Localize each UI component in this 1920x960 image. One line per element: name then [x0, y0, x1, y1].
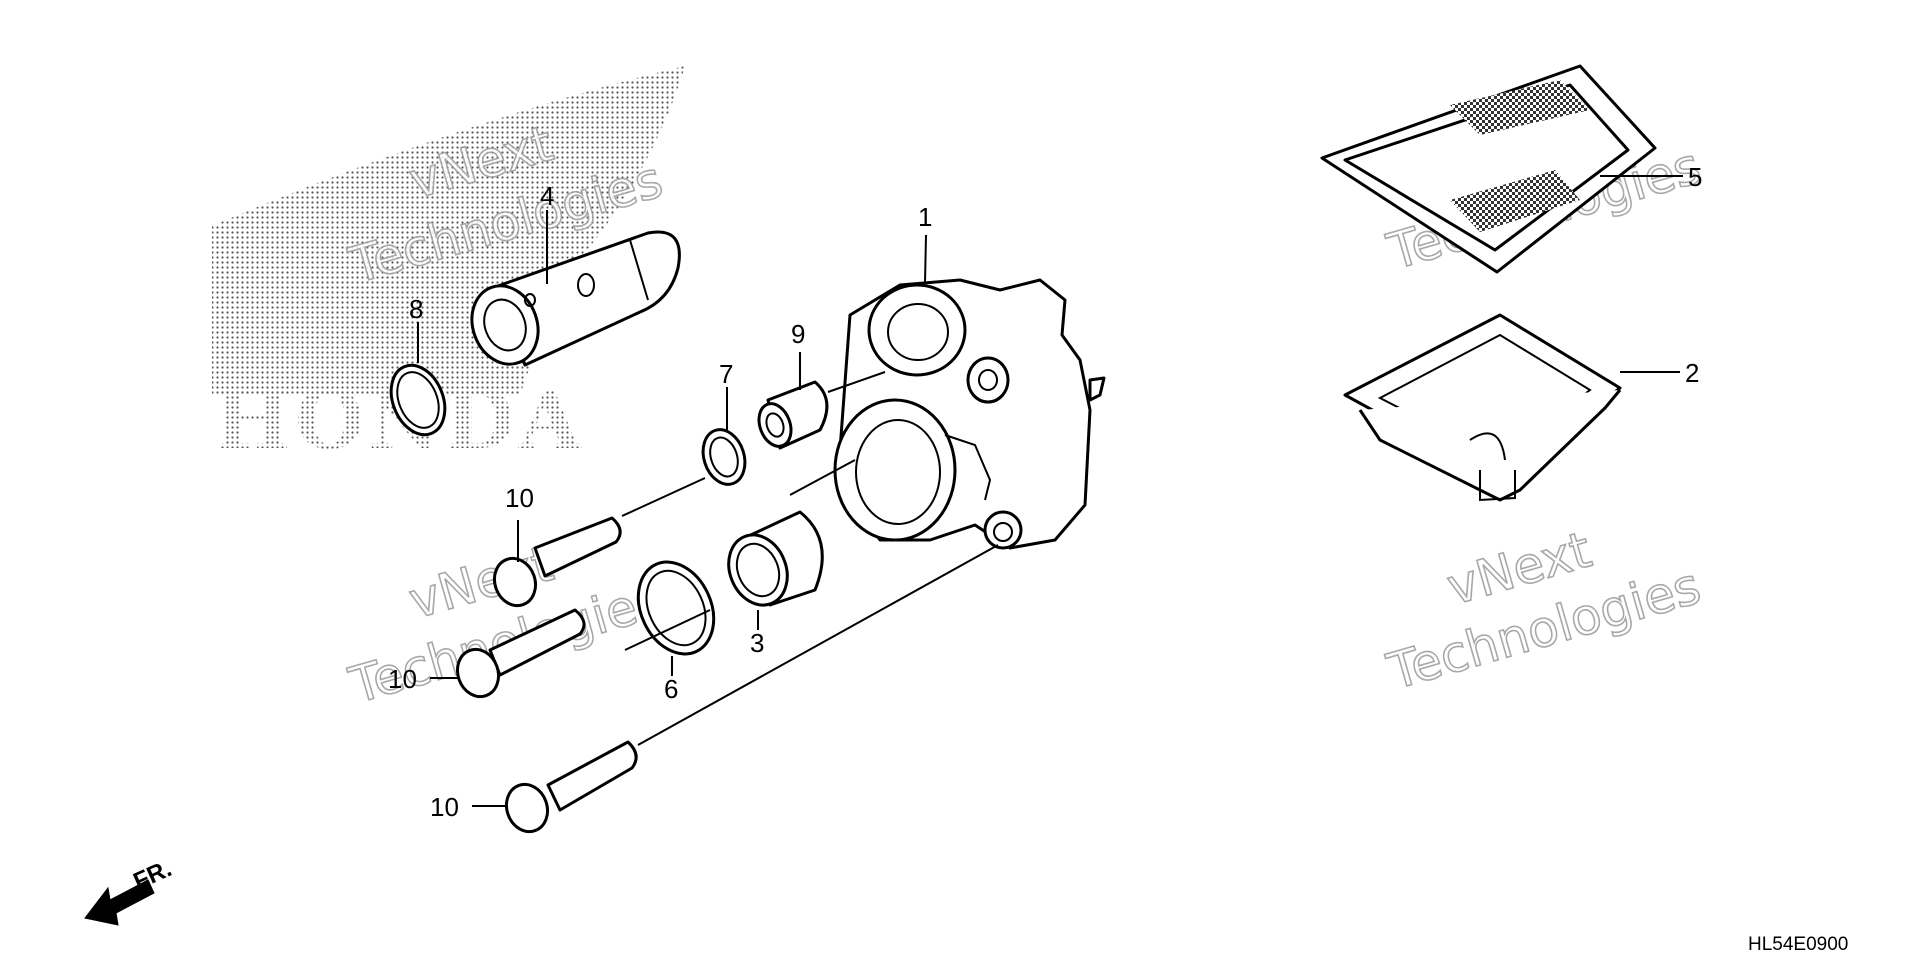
callout-10: 10 [430, 792, 459, 822]
diagram-code: HL54E0900 [1748, 934, 1848, 955]
o-ring-part-6 [636, 560, 716, 656]
callouts: 1 2 3 4 5 6 7 8 9 10 10 10 [388, 162, 1702, 822]
oil-pump-body-part [833, 278, 1106, 550]
oil-pan-part-2 [1343, 313, 1622, 502]
relief-valve-part [470, 230, 681, 367]
leader-lines [417, 175, 1683, 807]
strainer-screen-part-5 [1320, 64, 1657, 274]
callout-9: 9 [791, 319, 805, 349]
arrow-icon [84, 879, 155, 926]
callout-10: 10 [388, 664, 417, 694]
callout-5: 5 [1688, 162, 1702, 192]
callout-6: 6 [664, 674, 678, 704]
flange-bolt-part-10 [455, 516, 638, 834]
callout-7: 7 [719, 359, 733, 389]
dowel-pin-part-9 [757, 380, 829, 450]
sleeve-part-3 [727, 510, 824, 607]
callout-10: 10 [505, 483, 534, 513]
callout-2: 2 [1685, 358, 1699, 388]
callout-1: 1 [918, 202, 932, 232]
o-ring-part-7 [701, 428, 747, 486]
o-ring-part-8 [389, 363, 447, 437]
callout-3: 3 [750, 628, 764, 658]
honda-wing-emblem [212, 66, 685, 395]
front-direction-arrow: FR. [84, 855, 176, 926]
callout-4: 4 [540, 181, 554, 211]
callout-8: 8 [409, 294, 423, 324]
